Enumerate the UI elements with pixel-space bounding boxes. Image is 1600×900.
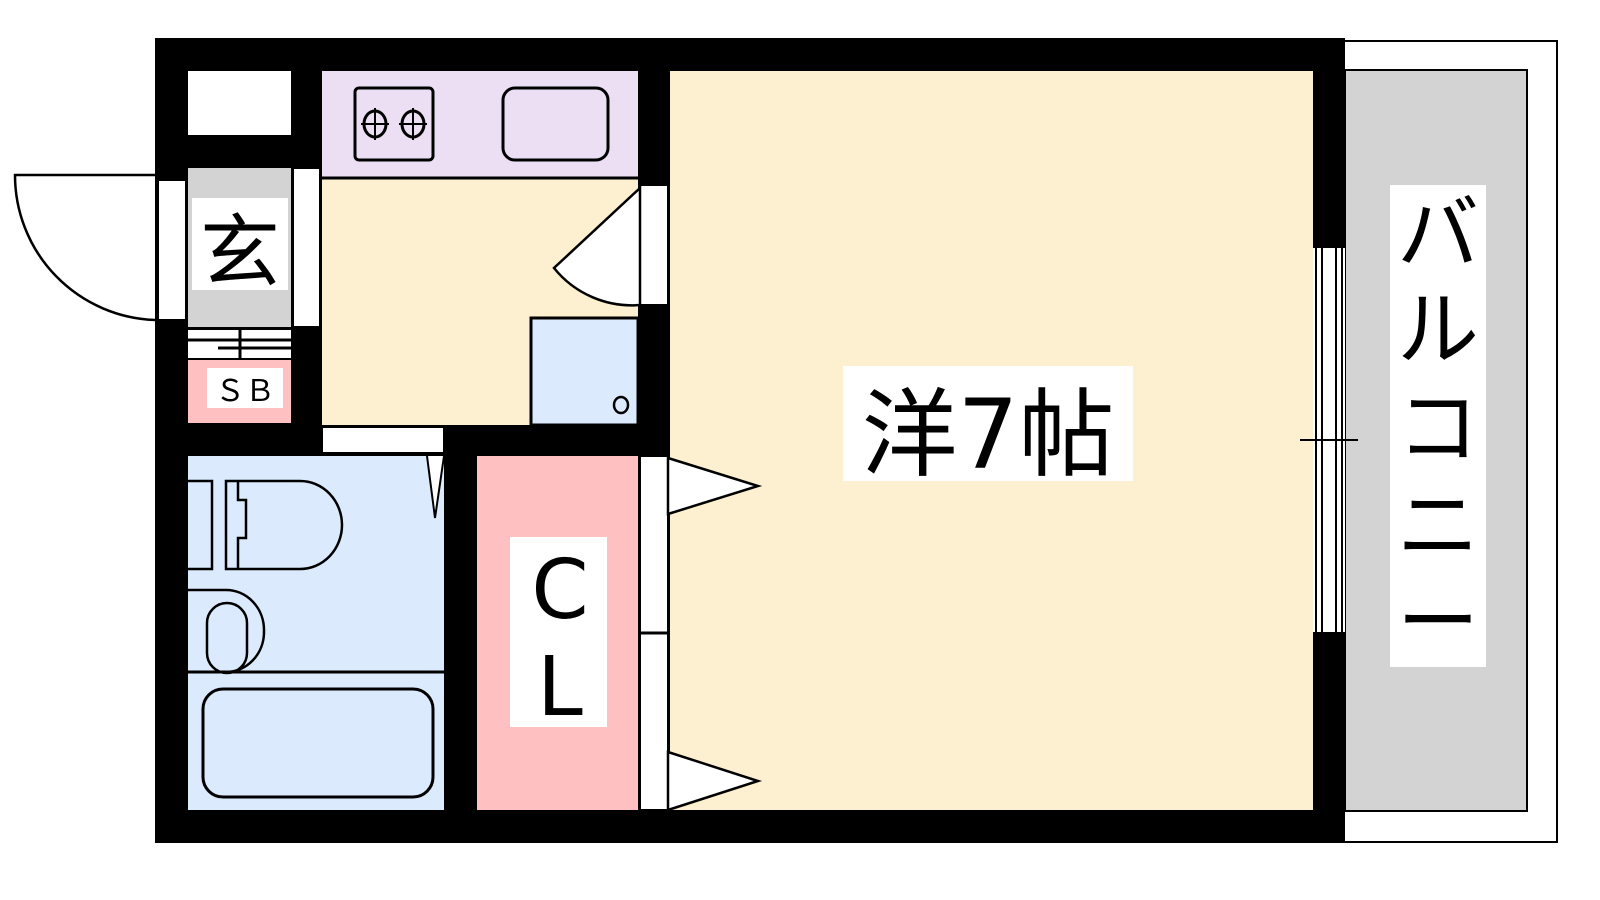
balcony-label-4: ニ (1397, 479, 1479, 574)
entrance-door[interactable] (13, 173, 187, 322)
shoe-box: ＳＢ (188, 360, 291, 423)
stove-icon (353, 86, 435, 162)
entrance: 玄 (13, 167, 321, 358)
balcony: バ ル コ ニ ー (1330, 40, 1558, 843)
shoe-box-label: ＳＢ (215, 374, 275, 409)
bathroom-door[interactable] (321, 426, 445, 454)
closet-label-l: L (537, 640, 583, 735)
balcony-label-2: ル (1397, 283, 1479, 378)
closet-label-c: C (531, 543, 588, 638)
balcony-label-1: バ (1397, 187, 1479, 282)
balcony-label-3: コ (1397, 381, 1479, 476)
bathroom (188, 455, 445, 810)
western-room-label: 洋7帖 (861, 379, 1114, 491)
balcony-label-5: ー (1397, 575, 1479, 670)
western-room: 洋7帖 (666, 71, 1313, 812)
closet-doors[interactable] (639, 455, 669, 811)
storage-box (188, 71, 291, 135)
closet: C L (477, 456, 638, 810)
sink-icon (501, 86, 610, 162)
kitchen (322, 71, 669, 427)
toilet-icon (188, 479, 344, 571)
fridge-space (529, 316, 640, 427)
step-lines (188, 330, 294, 358)
kitchen-door[interactable] (552, 184, 669, 307)
entrance-label: 玄 (200, 206, 280, 299)
balcony-window[interactable] (1300, 248, 1358, 632)
bathtub-icon (201, 687, 435, 799)
